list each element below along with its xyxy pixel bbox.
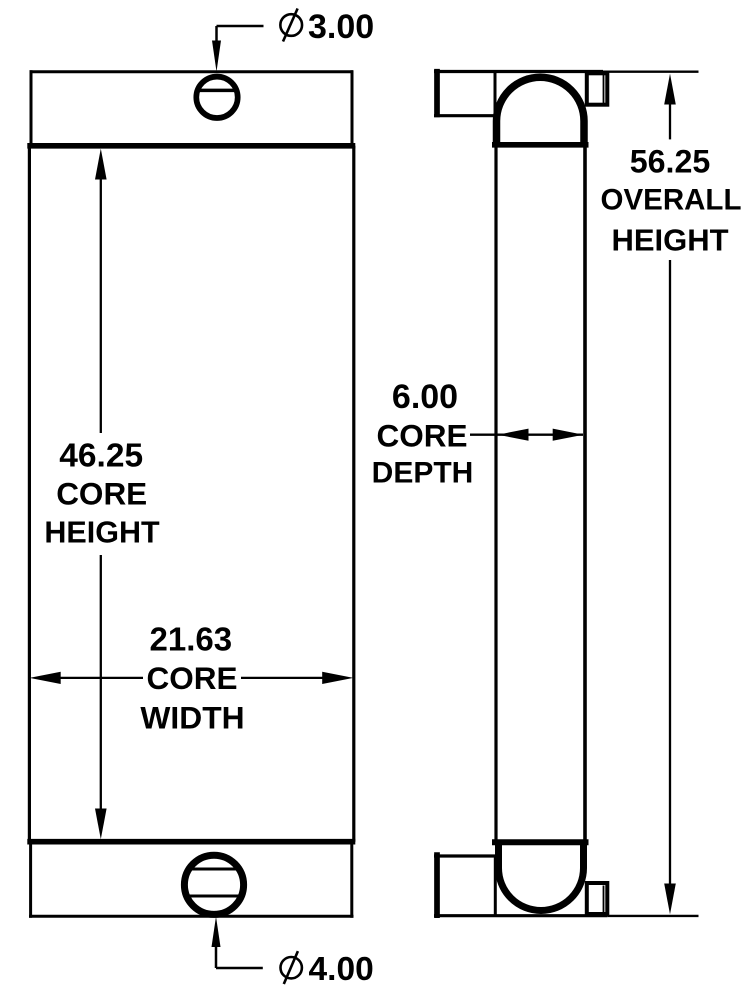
svg-text:56.25: 56.25	[630, 144, 711, 180]
svg-text:21.63: 21.63	[150, 621, 233, 658]
svg-text:WIDTH: WIDTH	[140, 700, 244, 736]
svg-text:CORE: CORE	[56, 475, 147, 511]
svg-text:CORE: CORE	[376, 418, 467, 454]
svg-text:DEPTH: DEPTH	[372, 457, 474, 490]
svg-text:3.00: 3.00	[308, 8, 374, 46]
svg-text:CORE: CORE	[146, 660, 237, 696]
svg-text:6.00: 6.00	[392, 378, 458, 416]
svg-text:HEIGHT: HEIGHT	[611, 223, 728, 258]
svg-text:46.25: 46.25	[59, 438, 143, 475]
svg-text:HEIGHT: HEIGHT	[44, 516, 160, 550]
svg-text:4.00: 4.00	[309, 951, 374, 988]
svg-text:OVERALL: OVERALL	[601, 184, 742, 217]
